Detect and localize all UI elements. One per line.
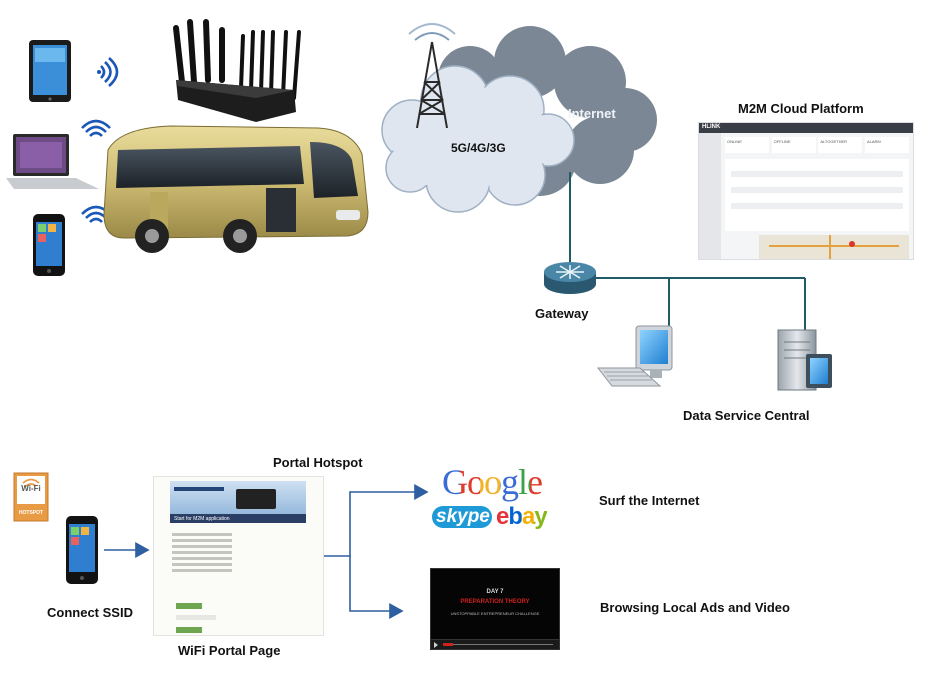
portal-banner: Start for M2M application xyxy=(170,481,306,523)
m2m-content-panel xyxy=(725,159,909,231)
google-logo: Google xyxy=(442,462,543,502)
internet-cloud xyxy=(381,26,657,213)
connect-ssid-label: Connect SSID xyxy=(47,605,133,620)
google-logo-text: Google xyxy=(442,462,543,502)
m2m-stat-altogether: ALTOGETHER xyxy=(818,137,863,153)
internet-brands-panel: Google skype ebay xyxy=(432,462,558,534)
portal-text-block xyxy=(172,533,232,575)
wifi-signal-icon xyxy=(97,57,119,87)
portal-login-button[interactable] xyxy=(176,603,202,609)
m2m-header-bar: HLINK xyxy=(699,123,913,133)
router-icon xyxy=(173,19,301,122)
wifi-badge-line1: Wi-Fi xyxy=(21,484,41,493)
wifi-portal-page-label: WiFi Portal Page xyxy=(178,643,281,658)
bus-icon xyxy=(103,125,369,253)
m2m-stat-alarm: ALARM xyxy=(864,137,909,153)
video-title-line3: UNSTOPPABLE ENTREPRENEUR CHALLENGE xyxy=(450,611,540,616)
cell-tower-icon xyxy=(408,23,456,129)
surf-internet-label: Surf the Internet xyxy=(599,493,700,508)
m2m-map xyxy=(759,235,909,259)
m2m-platform-preview: HLINK ONLINE OFFLINE ALTOGETHER ALARM xyxy=(698,122,914,260)
portal-banner-text: Start for M2M application xyxy=(174,516,230,522)
m2m-brand: HLINK xyxy=(702,124,721,130)
portal-free-button[interactable] xyxy=(176,627,202,633)
laptop-icon xyxy=(6,134,99,189)
tablet-icon xyxy=(29,40,71,102)
phone-icon xyxy=(33,214,65,276)
m2m-stat-row: ONLINE OFFLINE ALTOGETHER ALARM xyxy=(725,137,909,153)
network-links xyxy=(569,172,806,330)
server-icon xyxy=(777,329,832,391)
gateway-icon xyxy=(544,262,596,294)
phone-icon xyxy=(66,516,98,584)
wifi-hotspot-badge xyxy=(13,472,49,522)
portal-hotspot-title: Portal Hotspot xyxy=(273,455,363,470)
cellular-label: 5G/4G/3G xyxy=(451,141,506,155)
ebay-logo: ebay xyxy=(496,503,548,530)
wifi-badge-subtext: HOTSPOT xyxy=(18,510,44,516)
cloud-internet-label: Internet xyxy=(568,106,616,121)
m2m-stat-online: ONLINE xyxy=(725,137,769,153)
m2m-sidebar xyxy=(699,133,721,259)
m2m-platform-title: M2M Cloud Platform xyxy=(738,101,864,116)
local-ads-video-label: Browsing Local Ads and Video xyxy=(600,600,790,615)
video-player-preview[interactable]: DAY 7 PREPARATION THEORY UNSTOPPABLE ENT… xyxy=(430,568,560,650)
gateway-label: Gateway xyxy=(535,306,589,321)
m2m-stat-offline: OFFLINE xyxy=(771,137,816,153)
skype-logo-text: skype xyxy=(436,506,490,527)
flow-arrows xyxy=(104,484,429,619)
video-title-line2: PREPARATION THEORY xyxy=(460,599,530,605)
video-title-line1: DAY 7 xyxy=(486,589,504,595)
skype-logo: skype xyxy=(432,506,492,528)
ebay-logo-text: ebay xyxy=(496,503,548,530)
video-control-bar[interactable] xyxy=(431,639,559,649)
wifi-signal-icon xyxy=(81,119,111,137)
wifi-badge-text: Wi-Fi xyxy=(17,484,45,493)
data-service-label: Data Service Central xyxy=(683,408,810,423)
wifi-portal-page-preview: Start for M2M application xyxy=(153,476,324,636)
desktop-computer-icon xyxy=(596,325,673,387)
